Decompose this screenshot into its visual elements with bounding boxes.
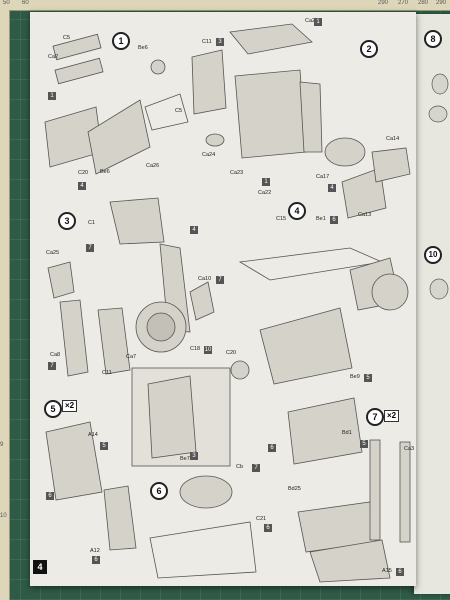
part-label: A14 — [88, 432, 98, 438]
next-page: 8 10 — [414, 14, 450, 594]
part-label: Ca17 — [316, 174, 330, 180]
part-label: C21 — [256, 516, 267, 522]
qty-box: 6 — [396, 568, 404, 576]
qty-box: 1 — [262, 178, 270, 186]
ruler-tick: 290 — [436, 0, 447, 6]
part-label: A12 — [90, 548, 100, 554]
qty-box: 6 — [330, 216, 338, 224]
ruler-top: 50 60 290 270 280 290 — [0, 0, 450, 11]
qty-box: 1 — [48, 92, 56, 100]
qty-box: 3 — [190, 452, 198, 460]
part-label: Cb — [236, 464, 244, 470]
part-label: C5 — [175, 108, 183, 114]
part-label: Ca8 — [50, 352, 61, 358]
qty-box: 4 — [78, 182, 86, 190]
qty-box: 7 — [86, 244, 94, 252]
part-label: C15 — [276, 216, 287, 222]
part-label: Ca23 — [230, 170, 244, 176]
step-4-badge: 4 — [288, 202, 306, 220]
step-5-multiplier: ×2 — [62, 400, 78, 412]
qty-box: 6 — [46, 492, 54, 500]
part-label: C11 — [102, 370, 112, 376]
instruction-page: 1 2 3 4 5 ×2 6 7 ×2 C5 Ca2 Be6 C5 Ca26 B… — [30, 12, 416, 586]
qty-box: 7 — [48, 362, 56, 370]
part-label: Ca14 — [386, 136, 400, 142]
part-label: Ca3 — [404, 446, 415, 452]
step-5-badge: 5 — [44, 400, 62, 418]
part-label: Be6 — [138, 45, 148, 51]
part-label: C1 — [88, 220, 96, 226]
part-label: Bd1 — [342, 430, 352, 436]
part-label: Ca25 — [46, 250, 60, 256]
ruler-tick: 290 — [378, 0, 389, 6]
part-label: C18 — [190, 346, 201, 352]
qty-box: 6 — [268, 444, 276, 452]
part-label: Ca2 — [48, 54, 59, 60]
part-label: Ca7 — [126, 354, 137, 360]
part-label: Ca24 — [202, 152, 216, 158]
part-label: C11 — [202, 39, 212, 45]
qty-box: 4 — [328, 184, 336, 192]
part-label: Ca2 — [305, 18, 316, 24]
qty-box: 6 — [92, 556, 100, 564]
qty-box: 7 — [252, 464, 260, 472]
part-label: Be6 — [100, 169, 110, 175]
step-3-badge: 3 — [58, 212, 76, 230]
ruler-tick: 60 — [22, 0, 29, 6]
step-7-badge: 7 — [366, 408, 384, 426]
ruler-tick: 280 — [418, 0, 429, 6]
qty-box: 7 — [216, 276, 224, 284]
step-7-multiplier: ×2 — [384, 410, 400, 422]
part-label: Be9 — [350, 374, 360, 380]
ruler-tick: 50 — [3, 0, 10, 6]
qty-box: 5 — [100, 442, 108, 450]
page-number: 4 — [33, 560, 47, 574]
ruler-tick: 10 — [0, 513, 7, 519]
part-label: Bd25 — [288, 486, 301, 492]
part-label: C20 — [226, 350, 237, 356]
qty-box: 5 — [360, 440, 368, 448]
next-page-drawing — [428, 73, 449, 300]
qty-box: 10 — [204, 346, 212, 354]
part-label: Ca13 — [358, 212, 372, 218]
assembly-drawings — [44, 23, 411, 583]
step-2-badge: 2 — [360, 40, 378, 58]
qty-box: 6 — [264, 524, 272, 532]
step-6-badge: 6 — [150, 482, 168, 500]
step-8-badge: 8 — [424, 30, 442, 48]
qty-box: 3 — [216, 38, 224, 46]
part-label: A15 — [382, 568, 392, 574]
qty-box: 1 — [314, 18, 322, 26]
part-label: Ca10 — [198, 276, 212, 282]
part-label: C5 — [63, 35, 71, 41]
step-10-badge: 10 — [424, 246, 442, 264]
ruler-tick: 270 — [398, 0, 409, 6]
part-label: Be1 — [316, 216, 326, 222]
part-label: Ca22 — [258, 190, 272, 196]
qty-box: 5 — [364, 374, 372, 382]
qty-box: 4 — [190, 226, 198, 234]
part-label: Be7 — [180, 456, 190, 462]
part-label: C20 — [78, 170, 89, 176]
part-label: Ca26 — [146, 163, 160, 169]
ruler-tick: 9 — [0, 442, 4, 448]
ruler-left: 9 10 — [0, 10, 10, 600]
step-1-badge: 1 — [112, 32, 130, 50]
